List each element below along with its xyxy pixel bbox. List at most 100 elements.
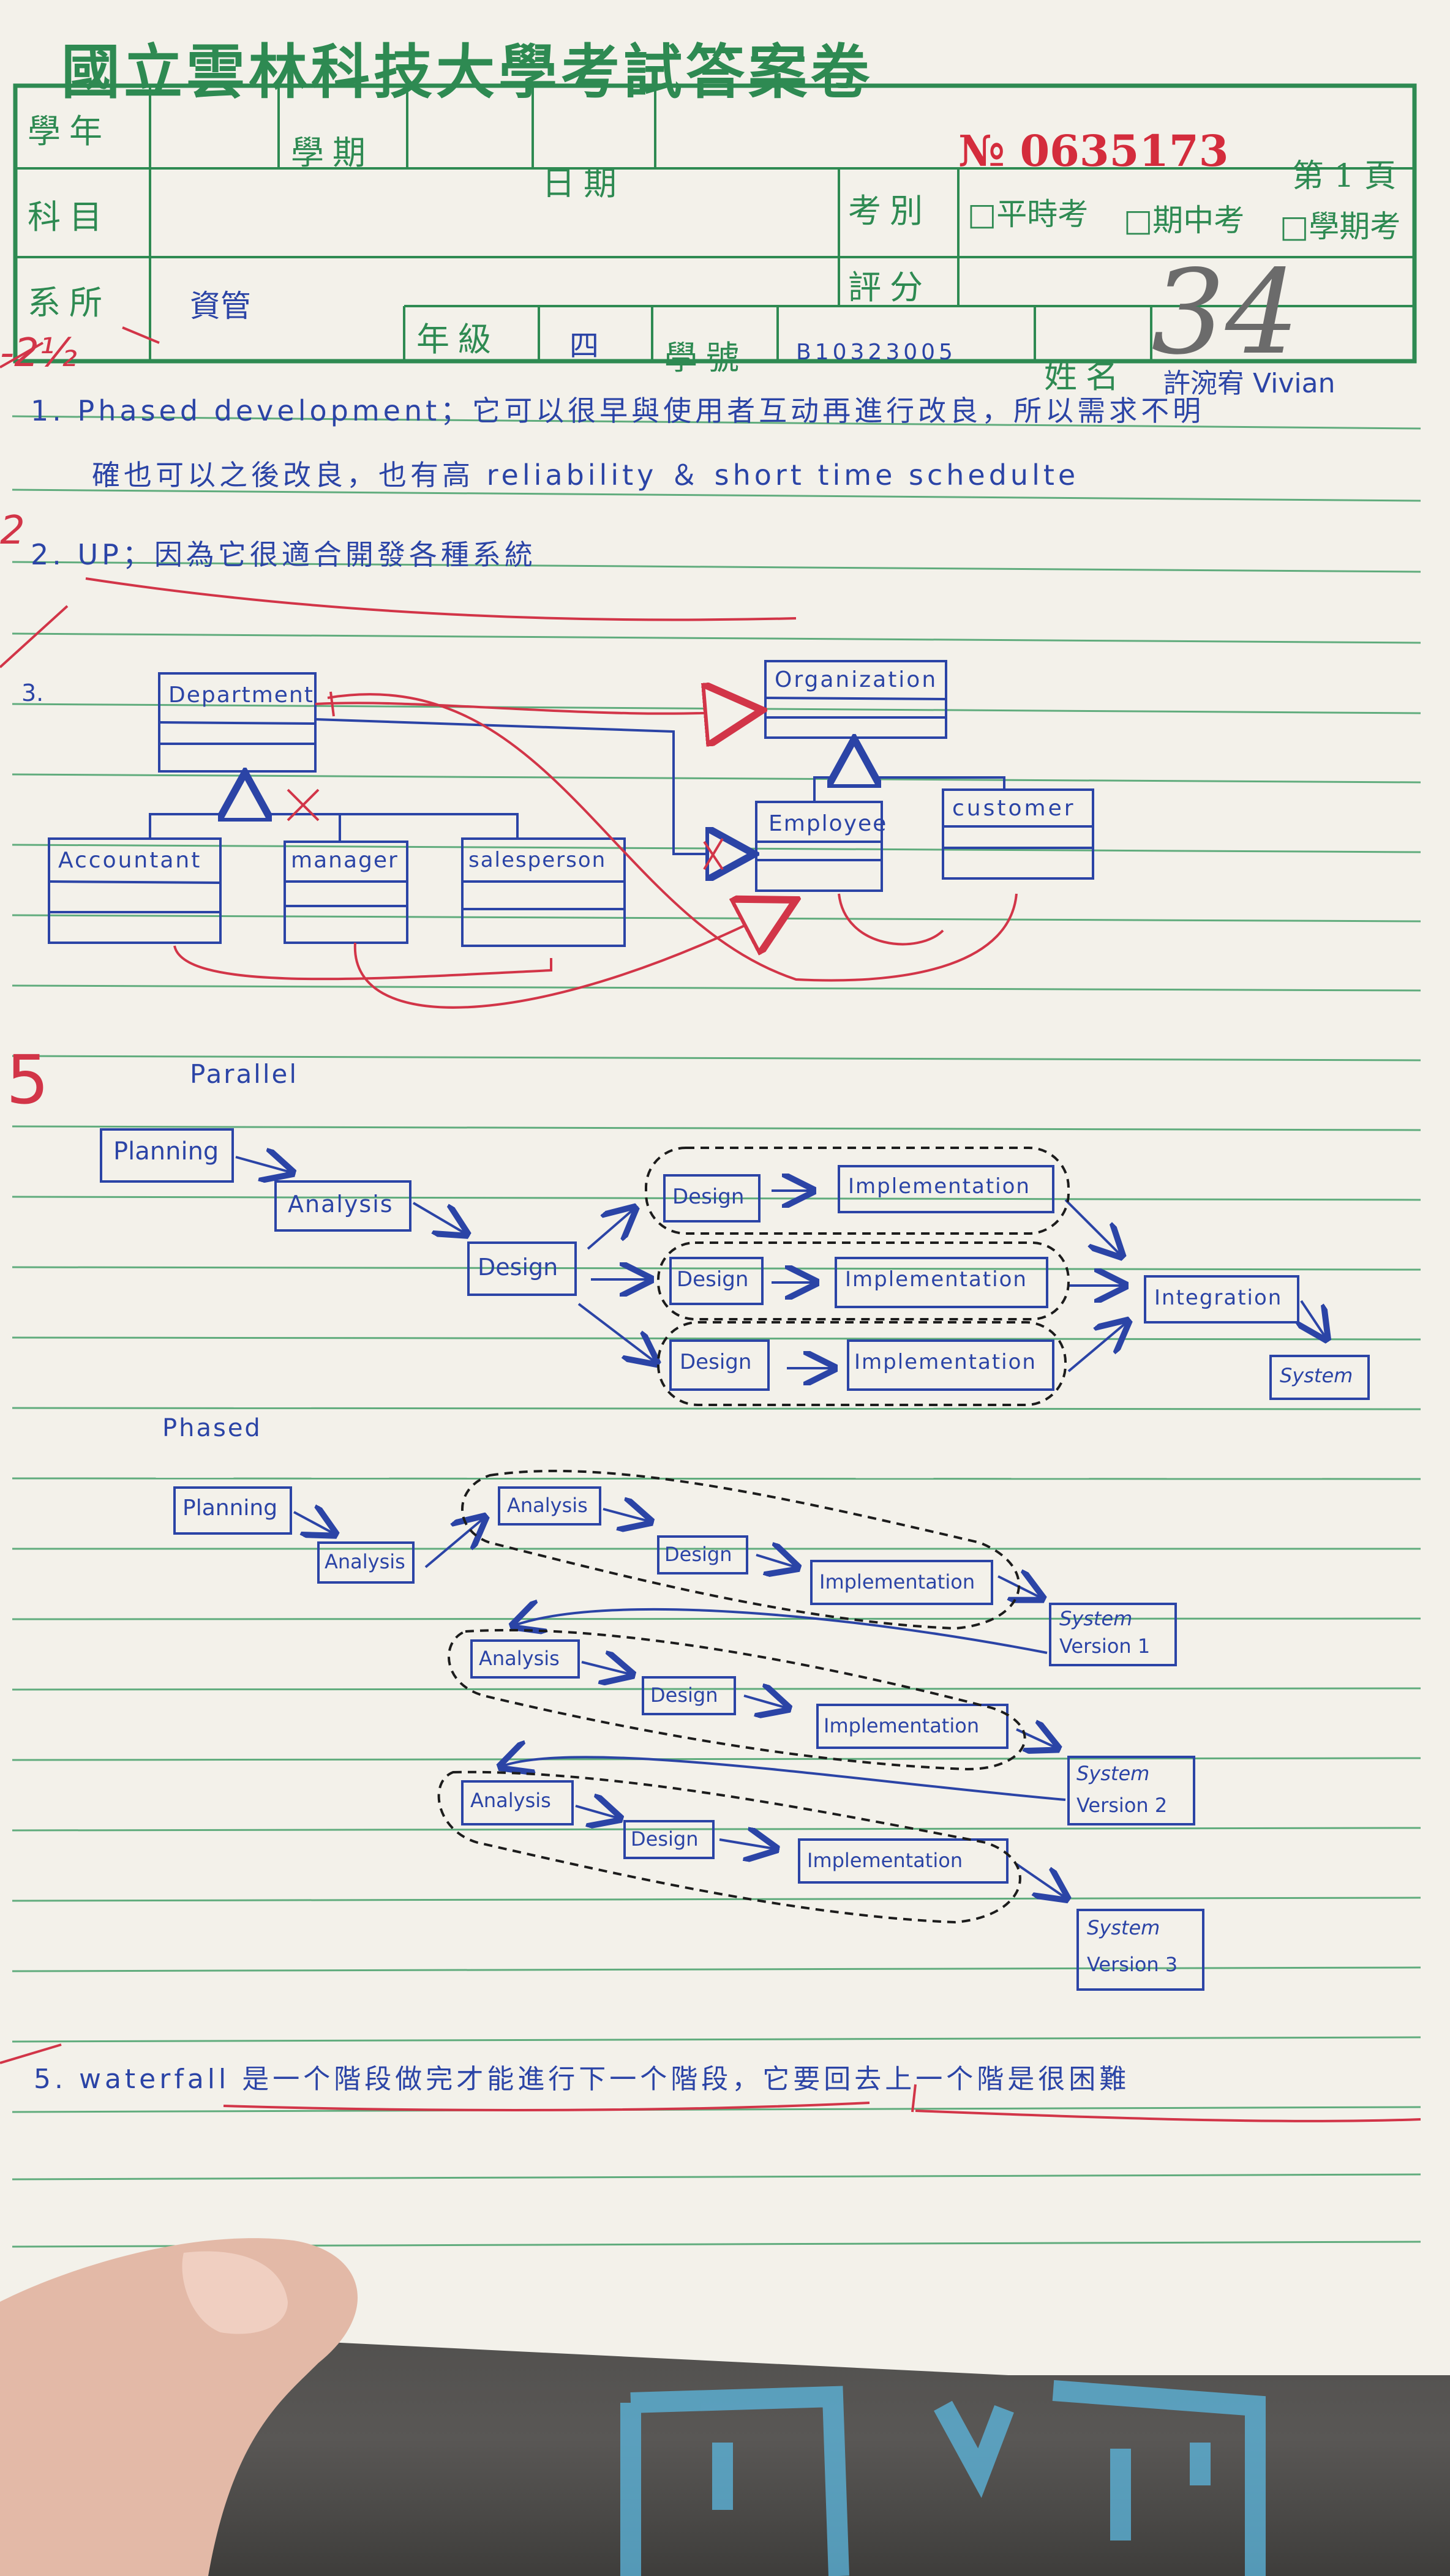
stage-box (669, 1257, 764, 1305)
stage-box (1076, 1909, 1204, 1991)
class-box (461, 837, 626, 947)
q1-answer-line2: 確也可以之後改良，也有高 reliability ＆ short time sc… (92, 459, 1080, 492)
parallel-integration: Integration (1154, 1286, 1283, 1310)
phased-analysis: Analysis (325, 1550, 405, 1573)
dashed-group (461, 1469, 1020, 1630)
stage-box (657, 1535, 748, 1574)
exam-type-midterm-checkbox[interactable]: □期中考 (1124, 203, 1245, 238)
dashed-group (657, 1321, 1067, 1406)
stage-box (847, 1339, 1054, 1391)
stage-box (274, 1180, 411, 1232)
phased-v1-implementation: Implementation (819, 1570, 975, 1593)
stage-box (838, 1165, 1054, 1213)
stage-box (1067, 1756, 1195, 1825)
phased-v2-design: Design (650, 1683, 718, 1707)
stage-box (623, 1820, 715, 1859)
exam-type-regular-checkbox[interactable]: □平時考 (967, 197, 1089, 232)
stage-box (317, 1541, 415, 1584)
class-department: Department (168, 683, 314, 708)
student-id-value: B10323005 (796, 340, 956, 365)
phased-v1-system: System (1059, 1607, 1133, 1630)
page-number: 第 1 頁 (1292, 158, 1397, 195)
phased-v1-version: Version 1 (1059, 1634, 1151, 1658)
phased-planning: Planning (182, 1496, 278, 1521)
q5-answer: 5. waterfall 是一个階段做完才能進行下一个階段，它要回去上一个階是很… (34, 2064, 1130, 2095)
stage-box (669, 1339, 770, 1391)
stage-box (1269, 1355, 1370, 1400)
class-box (48, 837, 222, 944)
stage-box (1144, 1275, 1299, 1324)
parallel-implementation-2: Implementation (845, 1267, 1027, 1292)
stage-box (798, 1838, 1009, 1884)
parallel-design-3: Design (680, 1350, 752, 1374)
dashed-group (437, 1770, 1021, 1924)
phased-v3-analysis: Analysis (470, 1789, 551, 1812)
parallel-design-2: Design (677, 1267, 749, 1292)
label-student-id: 學號 (664, 339, 748, 377)
stage-box (100, 1128, 234, 1183)
stage-box (498, 1486, 601, 1526)
stage-box (810, 1560, 993, 1605)
parallel-system: System (1280, 1364, 1353, 1387)
phased-v3-design: Design (631, 1827, 699, 1851)
phased-v2-analysis: Analysis (479, 1647, 560, 1670)
exam-type-final-checkbox[interactable]: □學期考 (1280, 209, 1401, 244)
class-box (942, 788, 1094, 880)
stage-box (173, 1486, 292, 1535)
stage-box (467, 1241, 577, 1296)
phased-v3-system: System (1087, 1916, 1160, 1939)
parallel-design: Design (478, 1254, 558, 1281)
class-organization: Organization (775, 667, 938, 692)
label-subject: 科目 (28, 198, 111, 236)
grade-value: 四 (569, 329, 599, 363)
serial-number: № 0635173 (958, 125, 1229, 176)
stage-box (663, 1174, 761, 1222)
q3-number: 3. (21, 680, 44, 706)
stage-box (835, 1257, 1048, 1308)
ruled-lines-and-header-grid (12, 83, 1421, 2248)
class-employee: Employee (768, 811, 888, 836)
class-accountant: Accountant (58, 848, 202, 873)
phased-v2-implementation: Implementation (824, 1714, 980, 1737)
parallel-implementation-1: Implementation (848, 1174, 1031, 1199)
class-box (284, 841, 408, 944)
label-date: 日期 (542, 164, 625, 203)
label-department: 系所 (28, 283, 111, 322)
q1-mark: -2½ (0, 331, 77, 376)
parallel-analysis: Analysis (288, 1191, 394, 1218)
stage-box (642, 1676, 736, 1715)
answer-sheet: 國立雲林科技大學考試答案卷 № 0635173 第 1 頁 學年 學期 日期 科… (0, 0, 1450, 2375)
label-grade: 年級 (416, 320, 500, 359)
label-year: 學年 (28, 112, 111, 151)
dashed-group (645, 1147, 1070, 1235)
q4-mark: 5 (6, 1041, 49, 1119)
stage-box (1049, 1603, 1177, 1666)
department-value: 資管 (190, 288, 251, 324)
dashed-group (657, 1241, 1070, 1320)
parallel-design-1: Design (672, 1185, 745, 1209)
stage-box (816, 1704, 1009, 1749)
diagrams (0, 326, 1421, 2122)
label-score: 評分 (848, 268, 931, 307)
phased-v2-version: Version 2 (1076, 1794, 1168, 1817)
parallel-implementation-3: Implementation (854, 1350, 1037, 1374)
parallel-heading: Parallel (190, 1059, 299, 1089)
class-customer: customer (952, 796, 1076, 821)
q2-answer: 2. UP；因為它很適合開發各種系統 (31, 538, 536, 571)
label-name: 姓名 (1044, 357, 1127, 395)
phased-heading: Phased (162, 1414, 262, 1442)
label-exam-type: 考別 (848, 192, 931, 230)
holding-thumb (0, 2238, 358, 2576)
class-manager: manager (291, 848, 399, 873)
label-semester: 學期 (291, 133, 374, 172)
parallel-planning: Planning (113, 1137, 219, 1166)
q1-answer-line1: 1. Phased development；它可以很早與使用者互动再進行改良，所… (31, 394, 1205, 427)
phased-v3-version: Version 3 (1087, 1953, 1178, 1976)
class-salesperson: salesperson (468, 848, 607, 872)
q2-mark: 2 (0, 508, 25, 553)
stage-box (461, 1780, 574, 1825)
name-value: 許涴宥 Vivian (1163, 368, 1335, 399)
phased-v1-analysis: Analysis (507, 1494, 588, 1517)
phased-v3-implementation: Implementation (807, 1849, 963, 1872)
